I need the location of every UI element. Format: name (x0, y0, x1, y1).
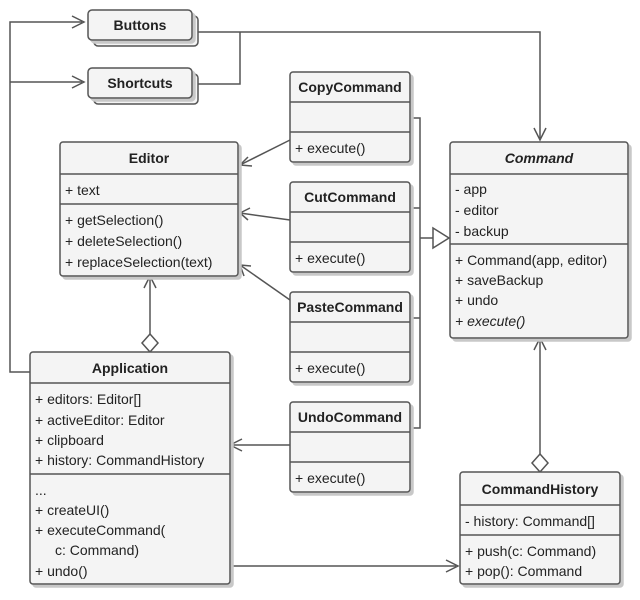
shortcuts-class: Shortcuts (87, 67, 199, 105)
arrowhead-cut-editor (238, 207, 251, 221)
application-field-editors: + editors: Editor[] (35, 391, 141, 407)
cut-to-editor-line (239, 212, 291, 221)
application-method-create-ui: + createUI() (35, 502, 109, 518)
copy-to-editor-line (239, 139, 291, 166)
undo-command-name: UndoCommand (298, 409, 402, 425)
paste-command-class: PasteCommand + execute() (289, 291, 411, 383)
paste-command-method: + execute() (295, 360, 365, 376)
application-field-history: + history: CommandHistory (35, 452, 204, 468)
editor-method-get-selection: + getSelection() (65, 212, 163, 228)
application-method-undo: + undo() (35, 563, 88, 579)
cut-command-name: CutCommand (304, 189, 396, 205)
cut-command-class: CutCommand + execute() (289, 181, 411, 273)
command-field-editor: - editor (455, 202, 499, 218)
generalization-bus (410, 117, 433, 429)
command-method-constructor: + Command(app, editor) (455, 252, 607, 268)
connectors (9, 15, 547, 573)
application-field-active-editor: + activeEditor: Editor (35, 412, 165, 428)
application-field-clipboard: + clipboard (35, 432, 104, 448)
application-class: Application + editors: Editor[] + active… (29, 351, 231, 585)
application-to-buttons-line (9, 21, 82, 373)
command-name: Command (505, 150, 574, 166)
shortcuts-class-name: Shortcuts (107, 75, 173, 91)
buttons-class-name: Buttons (114, 17, 167, 33)
arrowhead-copy-editor (238, 156, 253, 167)
undo-command-method: + execute() (295, 470, 365, 486)
buttons-class: Buttons (87, 9, 199, 47)
paste-to-editor-line (239, 264, 291, 301)
editor-method-replace-selection: + replaceSelection(text) (65, 254, 212, 270)
command-history-name: CommandHistory (482, 481, 599, 497)
command-history-method-pop: + pop(): Command (465, 563, 582, 579)
generalization-triangle (432, 226, 451, 250)
cut-command-method: + execute() (295, 250, 365, 266)
buttons-to-command-line (198, 31, 541, 138)
command-method-execute: + execute() (455, 313, 525, 329)
copy-command-method: + execute() (295, 140, 365, 156)
arrowhead-history (445, 559, 460, 573)
command-field-app: - app (455, 181, 487, 197)
application-method-ellipsis: ... (35, 482, 47, 498)
command-history-class: CommandHistory - history: Command[] + pu… (459, 471, 621, 585)
aggregation-diamond-application (140, 332, 160, 354)
editor-class: Editor + text + getSelection() + deleteS… (59, 141, 239, 277)
application-method-execute-command-param: c: Command) (55, 542, 139, 558)
command-method-save-backup: + saveBackup (455, 272, 544, 288)
paste-command-name: PasteCommand (297, 299, 403, 315)
command-history-field-history: - history: Command[] (465, 513, 595, 529)
arrowhead-shortcuts (71, 75, 86, 89)
command-field-backup: - backup (455, 223, 509, 239)
command-class: Command - app - editor - backup + Comman… (449, 141, 629, 339)
arrowhead-command-top (533, 127, 547, 142)
editor-method-delete-selection: + deleteSelection() (65, 233, 182, 249)
arrowhead-buttons (71, 15, 86, 29)
copy-command-name: CopyCommand (298, 79, 401, 95)
application-name: Application (92, 360, 168, 376)
arrowhead-paste-editor (238, 264, 252, 277)
editor-name: Editor (129, 150, 170, 166)
application-method-execute-command: + executeCommand( (35, 522, 166, 538)
undo-command-class: UndoCommand + execute() (289, 401, 411, 493)
copy-command-class: CopyCommand + execute() (289, 71, 411, 163)
command-method-undo: + undo (455, 292, 498, 308)
aggregation-diamond-history (530, 452, 550, 474)
editor-field-text: + text (65, 182, 100, 198)
shortcuts-join-line (198, 32, 241, 85)
command-history-method-push: + push(c: Command) (465, 543, 596, 559)
